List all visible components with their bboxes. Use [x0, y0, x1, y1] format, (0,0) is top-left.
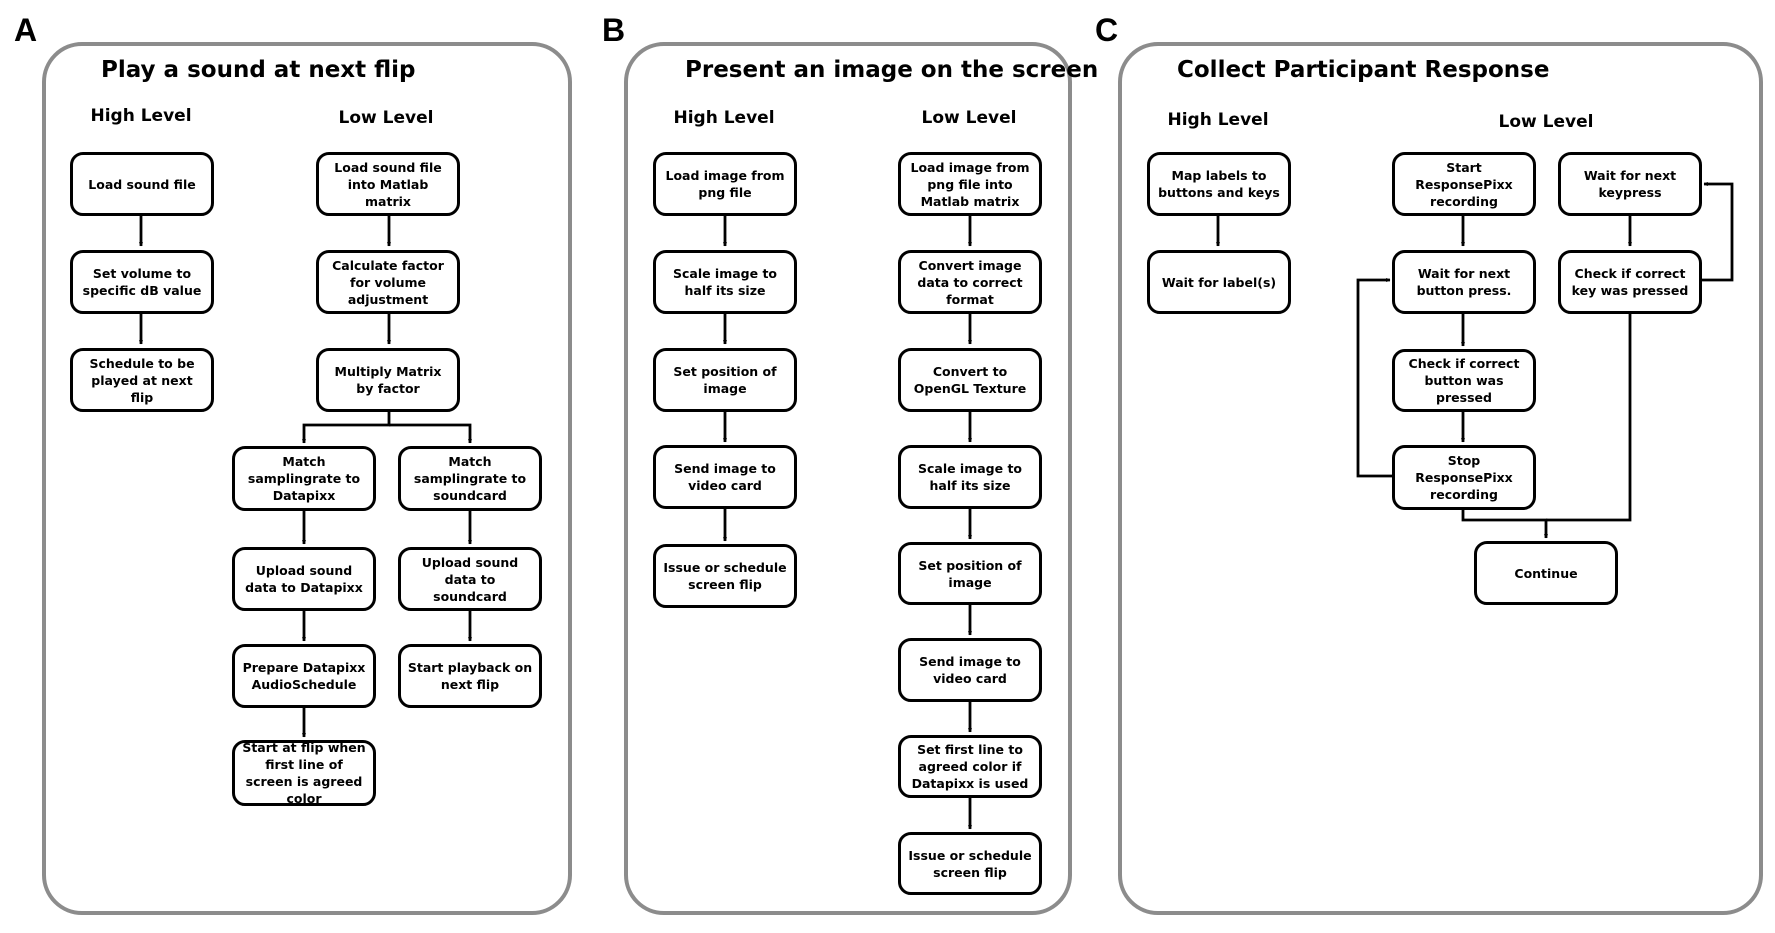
flow-box: Match samplingrate to Datapixx [232, 446, 376, 511]
flow-box: Schedule to be played at next flip [70, 348, 214, 412]
flow-box: Load sound file [70, 152, 214, 216]
panel-letter-b: B [602, 12, 626, 48]
flow-box: Wait for next button press. [1392, 250, 1536, 314]
flow-box: Load sound file into Matlab matrix [316, 152, 460, 216]
flow-box: Check if correct button was pressed [1392, 349, 1536, 412]
flow-box: Scale image to half its size [653, 250, 797, 314]
panel-c-title: Collect Participant Response [1177, 57, 1550, 83]
flow-box: Upload sound data to soundcard [398, 547, 542, 611]
flow-box: Set volume to specific dB value [70, 250, 214, 314]
flow-box: Scale image to half its size [898, 445, 1042, 509]
flow-box: Load image from png file [653, 152, 797, 216]
panel-a-low-level-heading: Low Level [338, 108, 434, 128]
panel-letter-a: A [14, 12, 38, 48]
panel-a-high-level-heading: High Level [90, 106, 192, 126]
flow-box: Send image to video card [898, 638, 1042, 702]
flow-box: Convert to OpenGL Texture [898, 348, 1042, 412]
flow-box: Set first line to agreed color if Datapi… [898, 735, 1042, 798]
continue-box: Continue [1474, 541, 1618, 605]
panel-c-low-level-heading: Low Level [1498, 112, 1594, 132]
flow-box: Convert image data to correct format [898, 250, 1042, 314]
panel-c-high-level-heading: High Level [1167, 110, 1269, 130]
flow-box: Wait for label(s) [1147, 250, 1291, 314]
flow-box: Check if correct key was pressed [1558, 250, 1702, 314]
flow-box: Issue or schedule screen flip [653, 544, 797, 608]
flow-box: Send image to video card [653, 445, 797, 509]
flow-box: Upload sound data to Datapixx [232, 547, 376, 611]
panel-letter-c: C [1095, 12, 1119, 48]
panel-b-title: Present an image on the screen [685, 57, 1099, 83]
panel-b-high-level-heading: High Level [673, 108, 775, 128]
flow-box: Start ResponsePixx recording [1392, 152, 1536, 216]
panel-b-low-level-heading: Low Level [921, 108, 1017, 128]
flow-box: Prepare Datapixx AudioSchedule [232, 644, 376, 708]
flow-box: Match samplingrate to soundcard [398, 446, 542, 511]
flow-box: Set position of image [898, 542, 1042, 605]
panel-a-title: Play a sound at next flip [101, 57, 416, 83]
flow-box: Map labels to buttons and keys [1147, 152, 1291, 216]
flow-box: Set position of image [653, 348, 797, 412]
flow-box: Load image from png file into Matlab mat… [898, 152, 1042, 216]
flow-box: Multiply Matrix by factor [316, 348, 460, 412]
flow-box: Start at flip when first line of screen … [232, 740, 376, 806]
flow-box: Stop ResponsePixx recording [1392, 445, 1536, 510]
flow-box: Start playback on next flip [398, 644, 542, 708]
flow-box: Wait for next keypress [1558, 152, 1702, 216]
flow-box: Calculate factor for volume adjustment [316, 250, 460, 314]
flow-box: Issue or schedule screen flip [898, 832, 1042, 895]
